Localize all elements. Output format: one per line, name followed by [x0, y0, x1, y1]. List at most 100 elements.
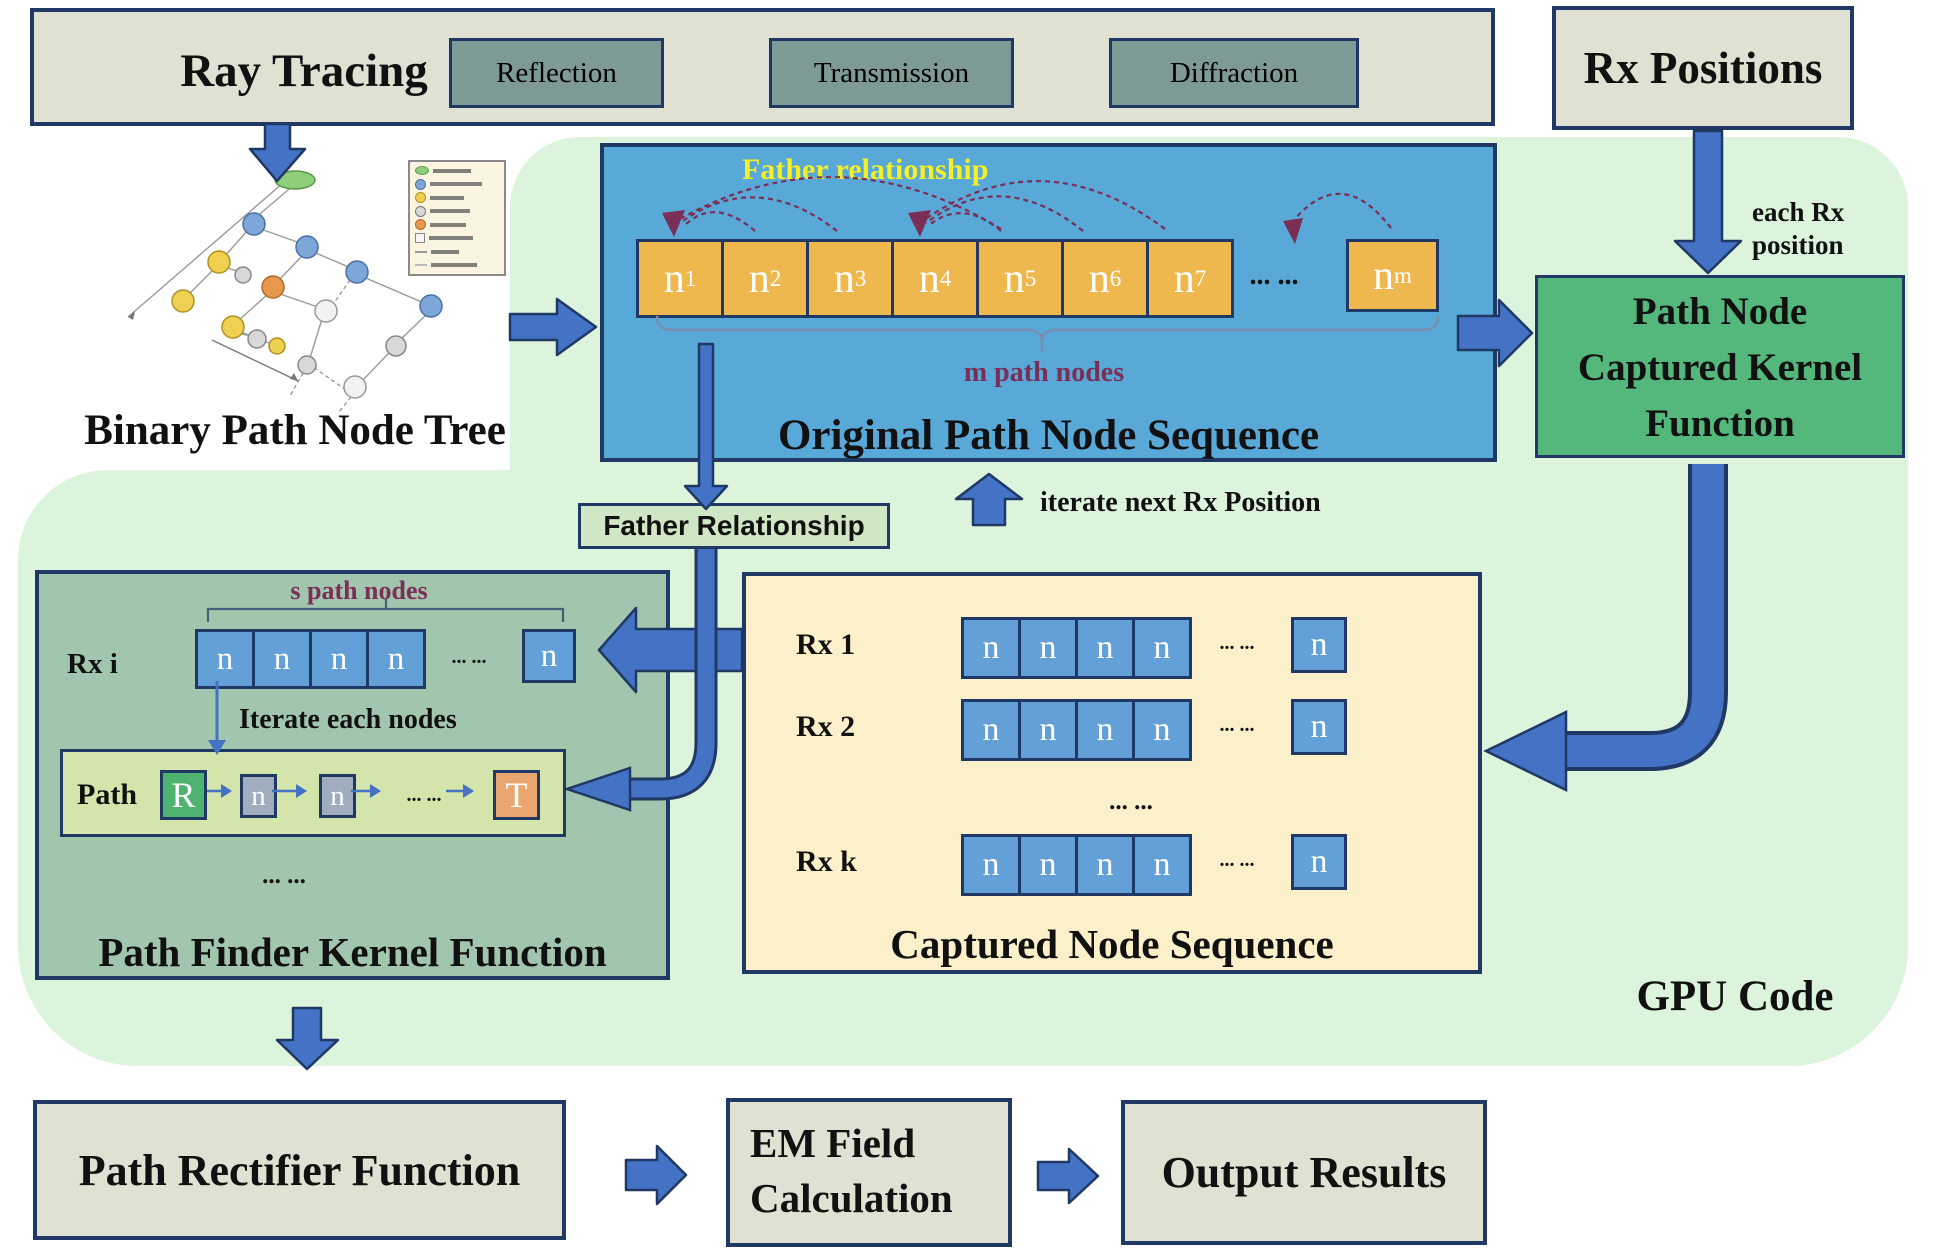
diffraction-label: Diffraction	[1169, 56, 1299, 89]
transmission-label: Transmission	[813, 56, 970, 89]
node-cell: n	[1132, 617, 1192, 679]
s-path-nodes-label: s path nodes	[290, 576, 428, 605]
kernel-line: Function	[1645, 402, 1795, 445]
node-cell: n	[1132, 834, 1192, 896]
legend-row	[415, 219, 499, 231]
reflection-label: Reflection	[496, 56, 617, 89]
captured-kernel-box: Path Node Captured Kernel Function	[1535, 275, 1905, 458]
rx1-ellipsis: ... ...	[1219, 632, 1255, 654]
em-field-line: EM Field	[750, 1120, 916, 1166]
rx-positions-box: Rx Positions	[1552, 6, 1854, 130]
node-cell: n	[1075, 834, 1135, 896]
rx2-cells: n n n n	[961, 699, 1192, 761]
rx2-label: Rx 2	[796, 710, 856, 743]
rx2-ellipsis: ... ...	[1219, 714, 1255, 736]
m-path-nodes-label: m path nodes	[963, 357, 1125, 388]
rxk-label: Rx k	[796, 845, 857, 878]
legend-row	[415, 192, 499, 204]
kernel-line: Path Node	[1632, 290, 1808, 333]
node-cell: n	[961, 834, 1021, 896]
path-finder-title: Path Finder Kernel Function	[98, 929, 607, 975]
root-node-swatch	[415, 166, 429, 175]
tree-title: Binary Path Node Tree	[84, 407, 506, 454]
iterate-each-nodes-label: Iterate each nodes	[239, 704, 457, 735]
captured-sequence-panel: Rx 1 n n n n ... ... n Rx 2 n n n n ... …	[742, 572, 1482, 974]
middle-node: n	[240, 774, 277, 818]
yellow-node-swatch	[415, 192, 426, 204]
node-cell: n	[1291, 699, 1347, 755]
rx1-label: Rx 1	[796, 628, 856, 661]
path-ellipsis: ... ...	[406, 784, 442, 806]
node-cell: n	[1132, 699, 1192, 761]
dashed-line-swatch	[415, 264, 427, 267]
gpu-code-label: GPU Code	[1636, 973, 1834, 1020]
iterate-next-rx-label: iterate next Rx Position	[1040, 487, 1321, 518]
legend-row	[415, 205, 499, 217]
leaf-node-swatch	[415, 233, 425, 244]
node-cell: n	[961, 617, 1021, 679]
reflection-node: R	[160, 770, 207, 820]
father-relationship-arc-label: Father relationship	[742, 153, 989, 186]
rx-i-ellipsis: ... ...	[451, 646, 487, 668]
node-cell: n	[522, 629, 576, 683]
tree-legend	[408, 160, 506, 276]
ray-tracing-panel: Ray Tracing Reflection Transmission Diff…	[30, 8, 1495, 126]
rx-i-cells: n n n n	[195, 629, 426, 689]
node-cell: n	[1018, 617, 1078, 679]
node-cell: n	[1291, 834, 1347, 890]
captured-sequence-title: Captured Node Sequence	[890, 921, 1334, 967]
rx-i-label: Rx i	[67, 648, 118, 680]
path-finder-panel: s path nodes Rx i n n n n ... ... n Iter…	[35, 570, 670, 980]
legend-row	[415, 261, 499, 270]
path-rectifier-label: Path Rectifier Function	[78, 1145, 521, 1195]
em-field-line: Calculation	[750, 1175, 953, 1221]
path-finder-ellipsis: ... ...	[262, 862, 306, 889]
output-results-label: Output Results	[1161, 1148, 1447, 1197]
node-cell: n	[1291, 617, 1347, 673]
node-cell: n	[961, 699, 1021, 761]
binary-tree-graphic	[127, 182, 428, 413]
rxk-ellipsis: ... ...	[1219, 849, 1255, 871]
node-cell: n	[252, 629, 312, 689]
orange-node-swatch	[415, 219, 426, 231]
transmission-box: Transmission	[769, 38, 1014, 108]
path-rectifier-box: Path Rectifier Function	[33, 1100, 566, 1240]
binary-tree-nodes	[171, 170, 443, 399]
node-cell: n	[1018, 834, 1078, 896]
arrow-rectifier-to-em	[624, 1144, 688, 1206]
rx1-cells: n n n n	[961, 617, 1192, 679]
legend-row	[415, 247, 499, 256]
reflection-box: Reflection	[449, 38, 664, 108]
father-relationship-label: Father Relationship	[603, 510, 865, 541]
legend-row	[415, 178, 499, 190]
arrow-raytracing-to-tree	[248, 122, 307, 183]
rxk-cells: n n n n	[961, 834, 1192, 896]
gray-node-swatch	[415, 205, 426, 217]
original-sequence-title: Original Path Node Sequence	[777, 412, 1320, 459]
edge-line-swatch	[415, 250, 427, 253]
transmission-node: T	[493, 770, 540, 820]
node-cell: n	[1018, 699, 1078, 761]
path-label: Path	[77, 778, 137, 811]
node-cell: n	[195, 629, 255, 689]
legend-row	[415, 233, 499, 244]
em-field-box: EM Field Calculation	[726, 1098, 1012, 1247]
node-cell: n	[1075, 699, 1135, 761]
legend-row	[415, 166, 499, 175]
each-rx-position-label: each Rx position	[1752, 197, 1845, 260]
path-strip: Path R n n ... ... T	[60, 749, 566, 837]
diffraction-box: Diffraction	[1109, 38, 1359, 108]
output-results-box: Output Results	[1121, 1100, 1487, 1245]
sequence-ellipsis: ... ...	[1249, 260, 1299, 291]
arrow-em-to-output	[1036, 1147, 1100, 1205]
